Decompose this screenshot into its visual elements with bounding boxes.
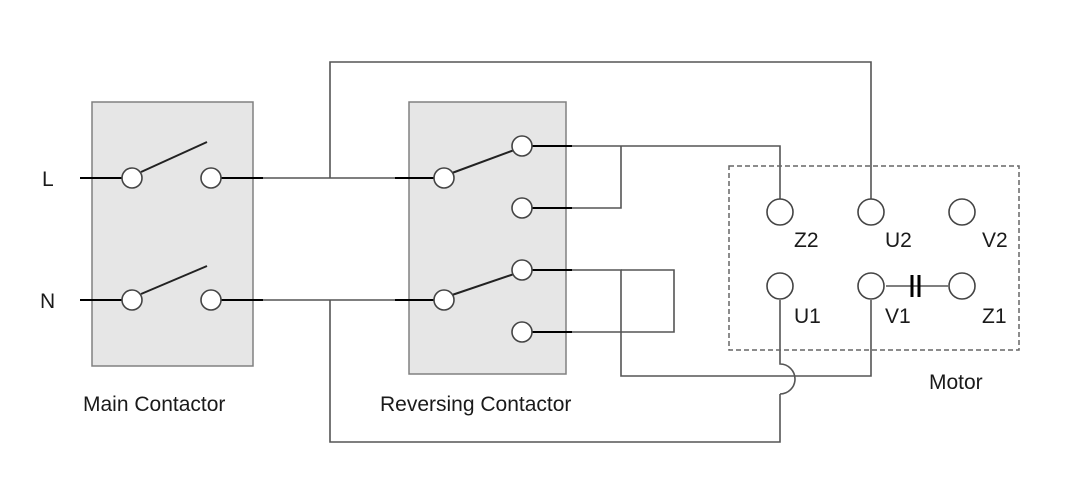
rev-n-in-terminal bbox=[433, 289, 455, 311]
terminal-v1-label: V1 bbox=[885, 305, 911, 328]
main-contactor-box bbox=[91, 101, 254, 367]
terminal-u2-label: U2 bbox=[885, 229, 912, 252]
main-n-out-terminal bbox=[200, 289, 222, 311]
main-l-out-terminal bbox=[200, 167, 222, 189]
reversing-contactor bbox=[395, 101, 572, 375]
main-contactor bbox=[80, 101, 263, 367]
motor-label: Motor bbox=[929, 371, 983, 394]
rev-l-in-terminal bbox=[433, 167, 455, 189]
terminal-u1 bbox=[766, 272, 794, 300]
terminal-u1-label: U1 bbox=[794, 305, 821, 328]
terminal-u2 bbox=[857, 198, 885, 226]
wire-rev-bottom-v1 bbox=[572, 269, 872, 377]
wire-rev-top-bridge bbox=[572, 146, 622, 209]
reversing-contactor-box bbox=[408, 101, 567, 375]
line-l-label: L bbox=[42, 168, 54, 191]
terminal-v2 bbox=[948, 198, 976, 226]
main-n-in-terminal bbox=[121, 289, 143, 311]
rev-out4-terminal bbox=[511, 321, 533, 343]
wire-bottom-loop bbox=[329, 300, 781, 443]
terminal-z1-label: Z1 bbox=[982, 305, 1007, 328]
rev-out3-terminal bbox=[511, 259, 533, 281]
wires bbox=[263, 61, 948, 443]
rev-l-switch-blade bbox=[451, 148, 518, 174]
main-n-switch-blade bbox=[140, 265, 208, 295]
terminal-v2-label: V2 bbox=[982, 229, 1008, 252]
wire-top-loop bbox=[329, 61, 872, 200]
wire-rev-bottom-bridge bbox=[572, 269, 675, 333]
capacitor-symbol bbox=[910, 275, 921, 297]
terminal-z1 bbox=[948, 272, 976, 300]
rev-out2-terminal bbox=[511, 197, 533, 219]
main-l-switch-blade bbox=[140, 141, 208, 173]
terminal-z2 bbox=[766, 198, 794, 226]
terminal-v1 bbox=[857, 272, 885, 300]
rev-out1-terminal bbox=[511, 135, 533, 157]
reversing-contactor-label: Reversing Contactor bbox=[380, 393, 571, 416]
wire-rev-top-z2 bbox=[572, 145, 781, 200]
main-l-in-terminal bbox=[121, 167, 143, 189]
wire-u1-drop bbox=[779, 300, 796, 395]
labels: L N Main Contactor Reversing Contactor M… bbox=[40, 168, 1008, 416]
main-contactor-label: Main Contactor bbox=[83, 393, 225, 416]
terminal-z2-label: Z2 bbox=[794, 229, 819, 252]
motor bbox=[728, 165, 1020, 351]
rev-n-switch-blade bbox=[451, 272, 518, 296]
motor-outline bbox=[728, 165, 1020, 351]
line-n-label: N bbox=[40, 290, 55, 313]
